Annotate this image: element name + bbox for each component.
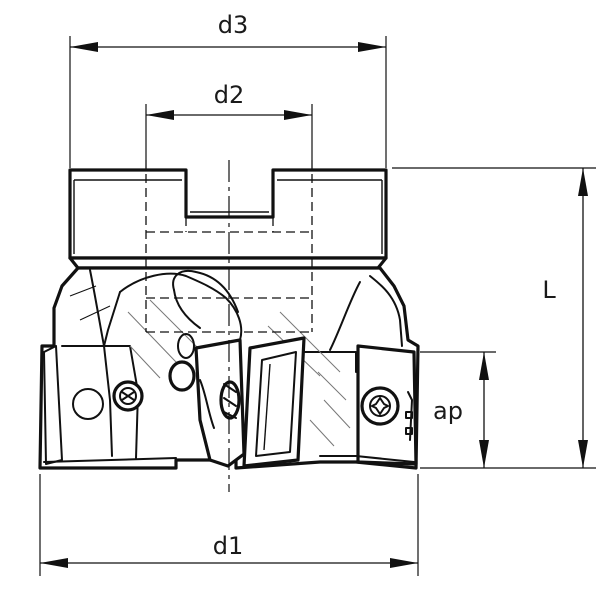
torx-screw-right [360, 386, 400, 426]
label-ap: ap [433, 397, 463, 425]
label-d1: d1 [213, 532, 244, 560]
dimension-d1: d1 [39, 474, 419, 576]
insert-right-center [242, 336, 306, 468]
dimension-L: L [392, 167, 596, 469]
label-L: L [542, 276, 556, 304]
dimension-ap: ap [420, 351, 496, 468]
label-d3: d3 [218, 11, 249, 39]
cutter-body [38, 168, 420, 470]
dimension-d2: d2 [145, 81, 313, 160]
shank-with-drive-slot [68, 168, 388, 260]
hidden-lines [145, 160, 313, 333]
dimension-d3: d3 [69, 11, 387, 168]
label-d2: d2 [214, 81, 245, 109]
coolant-hole-left [72, 388, 104, 420]
